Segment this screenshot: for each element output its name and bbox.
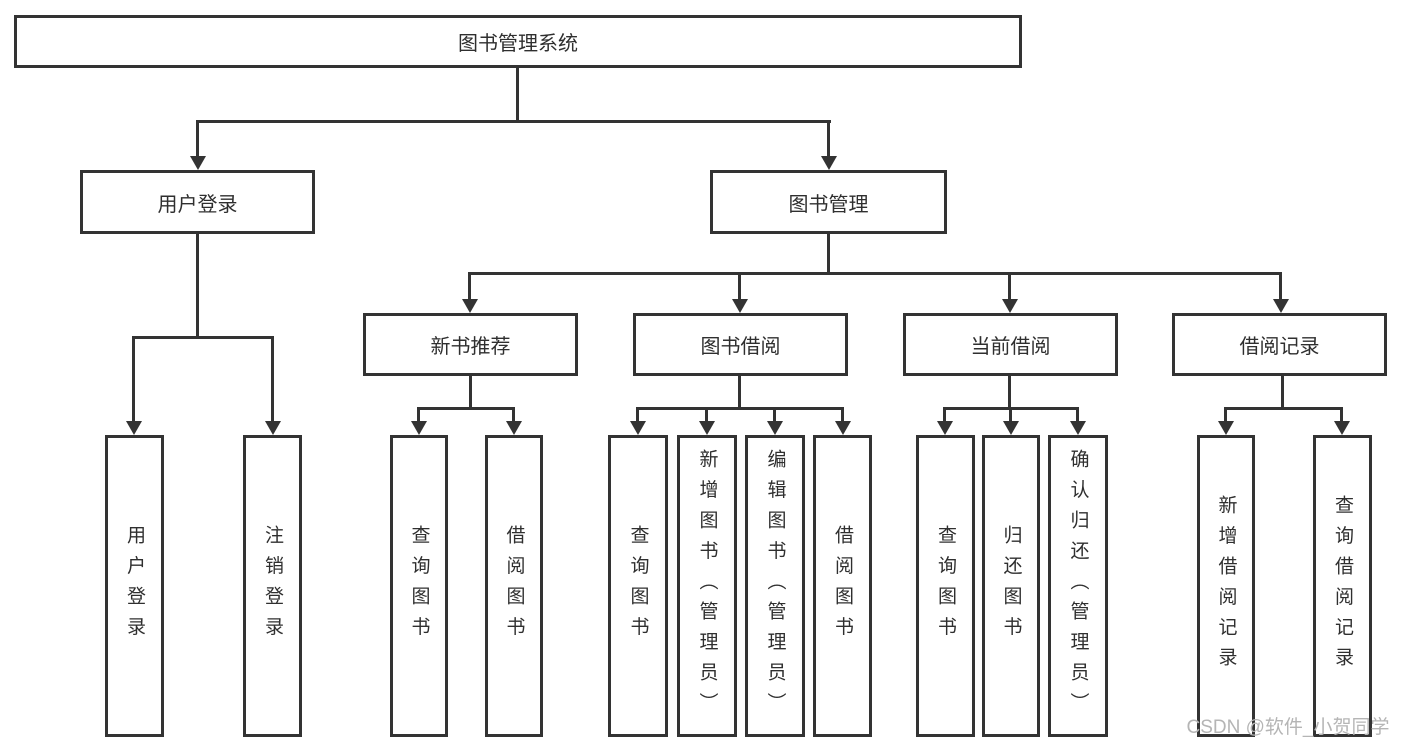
leaf-borrow-books: 借阅图书 [813, 435, 872, 737]
connector-line [841, 407, 844, 421]
node-borrowing-records: 借阅记录 [1172, 313, 1387, 376]
node-label: 新书推荐 [430, 336, 511, 358]
node-label: 借阅图书 [832, 525, 853, 647]
connector-line [773, 407, 776, 421]
arrow-down-icon [462, 299, 478, 313]
connector-line [197, 120, 831, 123]
node-label: 归还图书 [1000, 525, 1022, 647]
connector-line [1340, 407, 1343, 421]
connector-line [1281, 376, 1284, 407]
node-label: 借阅图书 [503, 525, 525, 647]
connector-line [1009, 407, 1012, 421]
leaf-borrow-books-recommend: 借阅图书 [485, 435, 543, 737]
node-label: 当前借阅 [970, 336, 1051, 358]
arrow-down-icon [1273, 299, 1289, 313]
node-label: 用户登录 [157, 193, 238, 216]
arrow-down-icon [190, 156, 206, 170]
connector-line [516, 68, 519, 120]
connector-line [827, 234, 830, 272]
node-book-management-system: 图书管理系统 [14, 15, 1022, 68]
node-label: 查询借阅记录 [1332, 494, 1353, 678]
arrow-down-icon [265, 421, 281, 435]
connector-line [636, 407, 639, 421]
connector-line [196, 120, 199, 156]
node-label: 图书借阅 [700, 336, 781, 358]
connector-line [419, 407, 515, 410]
node-book-management: 图书管理 [710, 170, 947, 234]
leaf-return-books: 归还图书 [982, 435, 1040, 737]
connector-line [196, 234, 199, 336]
watermark: CSDN @软件_小贺同学 [1186, 717, 1390, 738]
leaf-add-borrow-record: 新增借阅记录 [1197, 435, 1255, 737]
leaf-add-books-admin: 新增图书（管理员） [677, 435, 737, 737]
node-label: 查询图书 [627, 525, 649, 647]
leaf-user-login: 用户登录 [105, 435, 164, 737]
connector-line [827, 120, 830, 156]
connector-line [1279, 272, 1282, 299]
arrow-down-icon [126, 421, 142, 435]
connector-line [133, 336, 274, 339]
connector-line [1008, 272, 1011, 299]
leaf-logout: 注销登录 [243, 435, 302, 737]
node-current-borrowing: 当前借阅 [903, 313, 1118, 376]
connector-line [705, 407, 708, 421]
leaf-query-books-borrowing: 查询图书 [608, 435, 668, 737]
arrow-down-icon [835, 421, 851, 435]
connector-line [512, 407, 515, 421]
node-book-borrowing: 图书借阅 [633, 313, 848, 376]
node-label: 用户登录 [124, 525, 145, 647]
node-label: 查询图书 [408, 525, 430, 647]
node-label: 图书管理系统 [458, 33, 578, 55]
arrow-down-icon [767, 421, 783, 435]
connector-line [943, 407, 946, 421]
node-label: 确认归还（管理员） [1067, 449, 1089, 723]
leaf-query-books-current: 查询图书 [916, 435, 975, 737]
connector-line [1224, 407, 1227, 421]
node-label: 图书管理 [788, 193, 869, 216]
arrow-down-icon [937, 421, 953, 435]
node-label: 借阅记录 [1239, 336, 1320, 358]
connector-line [132, 336, 135, 421]
arrow-down-icon [506, 421, 522, 435]
arrow-down-icon [699, 421, 715, 435]
arrow-down-icon [411, 421, 427, 435]
connector-line [738, 272, 741, 299]
node-label: 新增借阅记录 [1215, 494, 1237, 678]
connector-line [271, 336, 274, 421]
leaf-confirm-return-admin: 确认归还（管理员） [1048, 435, 1108, 737]
leaf-query-books-recommend: 查询图书 [390, 435, 448, 737]
leaf-edit-books-admin: 编辑图书（管理员） [745, 435, 805, 737]
leaf-query-borrow-record: 查询借阅记录 [1313, 435, 1372, 737]
connector-line [1076, 407, 1079, 421]
node-label: 新增图书（管理员） [696, 449, 718, 723]
arrow-down-icon [821, 156, 837, 170]
arrow-down-icon [630, 421, 646, 435]
node-label: 注销登录 [262, 525, 283, 647]
connector-line [1008, 376, 1011, 407]
arrow-down-icon [1218, 421, 1234, 435]
connector-line [469, 376, 472, 407]
arrow-down-icon [1070, 421, 1086, 435]
arrow-down-icon [732, 299, 748, 313]
arrow-down-icon [1003, 421, 1019, 435]
connector-line [468, 272, 471, 299]
connector-line [738, 376, 741, 407]
node-new-book-recommend: 新书推荐 [363, 313, 578, 376]
arrow-down-icon [1334, 421, 1350, 435]
node-label: 编辑图书（管理员） [764, 449, 786, 723]
node-user-login: 用户登录 [80, 170, 315, 234]
connector-line [470, 272, 1282, 275]
connector-line [638, 407, 843, 410]
connector-line [417, 407, 420, 421]
connector-line [1226, 407, 1342, 410]
node-label: 查询图书 [935, 525, 956, 647]
arrow-down-icon [1002, 299, 1018, 313]
